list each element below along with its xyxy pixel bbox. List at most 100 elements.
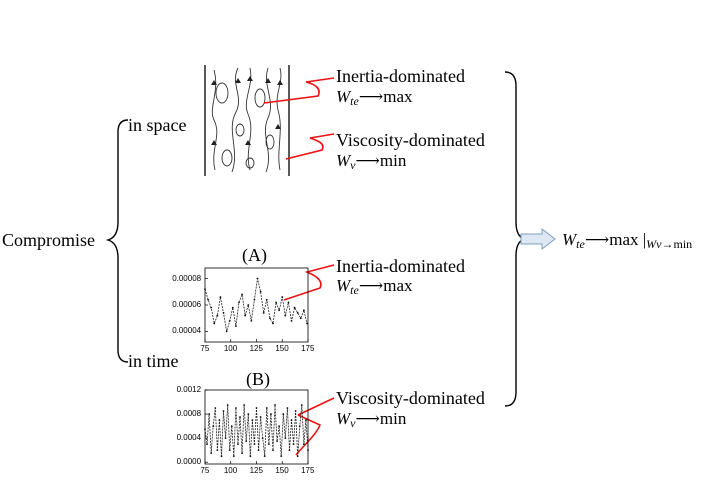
condition-target: min — [673, 237, 693, 251]
data-point — [280, 455, 283, 458]
data-point — [255, 407, 258, 409]
space-viscosity-label: Viscosity-dominated — [336, 130, 485, 150]
leader-space-viscosity — [285, 133, 335, 160]
data-point — [259, 290, 262, 293]
in-space-label: in space — [128, 115, 187, 135]
flow-arrow-icon — [211, 80, 217, 85]
data-point — [222, 410, 225, 412]
data-point — [281, 296, 284, 298]
vortex — [221, 149, 233, 167]
space-inertia-equation: Wte⟶max — [336, 88, 413, 107]
data-point — [231, 306, 234, 309]
vortex — [215, 82, 229, 104]
data-point — [251, 419, 254, 421]
x-tick-label: 100 — [223, 466, 238, 475]
data-point — [267, 443, 270, 446]
arrow-icon: → — [661, 237, 674, 251]
streamline — [264, 67, 271, 173]
data-point — [224, 437, 227, 440]
eq-subscript: te — [350, 283, 359, 297]
condition-bar: | — [642, 230, 647, 249]
data-point — [249, 455, 252, 458]
vortex — [245, 157, 255, 169]
eq-variable: W — [336, 151, 351, 170]
data-point — [230, 425, 233, 427]
data-point — [238, 301, 240, 304]
data-point — [204, 288, 206, 291]
x-tick-label: 75 — [200, 466, 210, 475]
data-point — [207, 298, 209, 301]
plot-frame — [204, 267, 309, 343]
data-point — [216, 449, 219, 452]
data-point — [228, 319, 231, 322]
y-tick-label: 0.0008 — [176, 409, 202, 419]
eq-target: min — [379, 409, 407, 428]
space-viscosity-equation: Wv⟶min — [336, 152, 406, 171]
streamline — [276, 67, 282, 171]
data-point — [278, 309, 281, 312]
chart-a — [204, 267, 309, 343]
data-point — [307, 449, 309, 452]
data-point — [216, 314, 219, 317]
data-point — [218, 419, 221, 421]
data-point — [272, 322, 274, 325]
eq-subscript: v — [350, 158, 356, 172]
result-equation: Wte⟶max |Wv→min — [562, 231, 692, 250]
data-point — [282, 413, 285, 415]
x-tick-label: 125 — [249, 466, 263, 475]
data-point — [210, 306, 213, 309]
streamline — [211, 69, 218, 171]
flow-arrow-icon — [247, 76, 253, 81]
eq-target: max — [383, 87, 413, 106]
x-tick-label: 150 — [275, 466, 289, 475]
data-point — [270, 413, 272, 415]
in-time-label: in time — [128, 351, 179, 371]
data-point — [212, 425, 215, 427]
eq-variable: W — [336, 87, 351, 106]
eq-variable: W — [562, 230, 577, 249]
data-point — [206, 443, 208, 446]
data-point — [299, 317, 302, 320]
x-tick-label: 100 — [223, 344, 238, 353]
y-tick-label: 0.0004 — [176, 433, 202, 443]
leader-time-inertia — [283, 264, 335, 301]
arrow-icon: ⟶ — [358, 276, 384, 295]
flow-arrow-icon — [265, 78, 271, 83]
panel-b-label: (B) — [246, 369, 270, 389]
data-point — [306, 322, 308, 325]
eq-variable: W — [336, 409, 351, 428]
time-inertia-equation: Wte⟶max — [336, 277, 413, 296]
data-point — [247, 304, 250, 306]
data-point — [300, 404, 303, 406]
y-tick-label: 0.0000 — [176, 457, 202, 467]
eq-subscript: te — [350, 94, 359, 108]
data-point — [290, 319, 293, 322]
streamline — [231, 67, 240, 173]
data-point — [302, 309, 305, 312]
space-inertia-label: Inertia-dominated — [336, 66, 465, 86]
data-point — [296, 312, 299, 314]
data-point — [290, 419, 293, 421]
flow-arrow-icon — [277, 80, 283, 85]
x-tick-label: 175 — [301, 344, 315, 353]
eq-variable: W — [336, 276, 351, 295]
flow-arrow-icon — [245, 140, 251, 145]
result-arrow-icon — [520, 227, 556, 251]
vortex — [265, 134, 275, 150]
data-point — [244, 314, 247, 317]
data-point — [219, 296, 222, 298]
data-point — [305, 419, 307, 421]
data-point — [286, 407, 289, 409]
y-tick-label: 0.00006 — [172, 300, 202, 309]
data-point — [225, 330, 228, 333]
arrow-icon: ⟶ — [584, 230, 610, 249]
data-point — [213, 322, 216, 325]
vortex — [235, 123, 245, 137]
data-point — [222, 312, 225, 314]
data-point — [241, 452, 243, 455]
data-point — [262, 312, 265, 314]
data-point — [226, 404, 229, 406]
eq-subscript: v — [350, 416, 356, 430]
data-point — [243, 404, 246, 406]
data-point — [261, 437, 264, 440]
